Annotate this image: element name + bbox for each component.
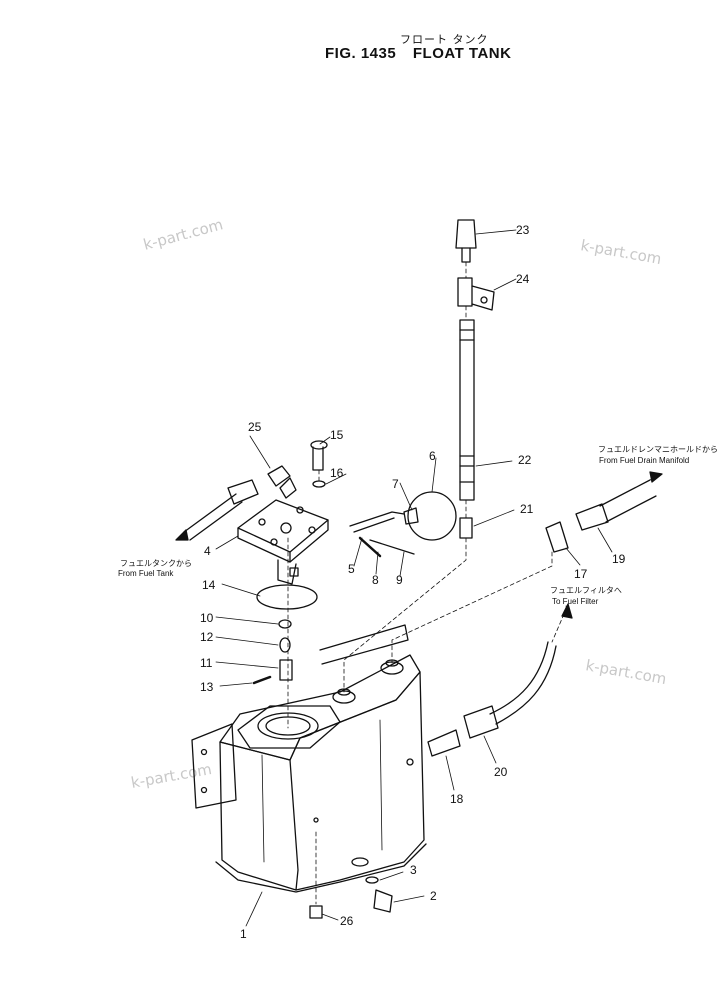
note-from-fuel-tank: From Fuel Tank <box>118 569 174 578</box>
figure-title-japanese: フロート タンク <box>400 33 489 46</box>
part-label: 9 <box>396 573 403 587</box>
figure-number: FIG. 1435 <box>325 45 397 62</box>
part-label: 15 <box>330 428 344 442</box>
arrow-from-drain <box>649 471 663 483</box>
hose-from-fuel-tank <box>183 479 259 541</box>
part-label: 12 <box>200 630 214 644</box>
valve-11 <box>279 659 293 681</box>
watermark: k-part.com <box>130 760 214 792</box>
pin-13 <box>252 675 272 685</box>
hose-20 <box>463 641 557 739</box>
part-label: 18 <box>450 792 464 806</box>
pin-9 <box>369 539 415 555</box>
hose-22 <box>459 319 475 501</box>
part-label: 21 <box>520 502 534 516</box>
assembly-dashed-lines <box>177 261 661 905</box>
note-from-drain: From Fuel Drain Manifold <box>599 456 689 465</box>
leader-lines <box>215 229 613 927</box>
part-number-labels: 25 15 6 16 7 4 5 8 9 14 10 12 11 13 23 2… <box>200 223 626 941</box>
washer-16 <box>312 480 326 488</box>
ball-12 <box>279 637 291 653</box>
part-label: 7 <box>392 477 399 491</box>
part-label: 25 <box>248 420 262 434</box>
watermarks: k-part.com k-part.com k-part.com k-part.… <box>130 215 668 792</box>
float-tank-body <box>191 624 427 893</box>
part-label: 22 <box>518 453 532 467</box>
part-label: 13 <box>200 680 214 694</box>
part-label: 5 <box>348 562 355 576</box>
note-from-fuel-tank-jp: フュエルタンクから <box>120 559 192 568</box>
part-label: 14 <box>202 578 216 592</box>
part-label: 23 <box>516 223 530 237</box>
o-ring <box>256 584 318 610</box>
plug-26 <box>309 905 323 919</box>
watermark: k-part.com <box>579 236 663 268</box>
part-label: 2 <box>430 889 437 903</box>
elbow-17 <box>545 521 569 553</box>
watermark: k-part.com <box>141 215 225 254</box>
figure-title: FIG. 1435 FLOAT TANK <box>325 45 523 62</box>
arrow-from-fuel-tank <box>175 529 189 541</box>
part-label: 10 <box>200 611 214 625</box>
arrow-to-filter <box>561 603 573 619</box>
plug-2 <box>373 889 393 913</box>
connector-18 <box>427 729 461 757</box>
clamp-24 <box>457 277 495 311</box>
fitting-23 <box>455 219 477 263</box>
ring-10 <box>278 619 292 629</box>
bolt-15 <box>310 440 328 471</box>
elbow-25 <box>267 465 297 499</box>
part-label: 19 <box>612 552 626 566</box>
note-from-drain-jp: フュエルドレンマニホールドから <box>598 445 718 454</box>
figure-name: FLOAT TANK <box>412 45 512 62</box>
note-to-filter-jp: フュエルフィルタへ <box>550 586 622 595</box>
nipple-21 <box>459 517 473 539</box>
hose-19 <box>575 479 657 531</box>
part-label: 3 <box>410 863 417 877</box>
part-label: 26 <box>340 914 354 928</box>
watermark: k-part.com <box>584 656 668 688</box>
part-label: 8 <box>372 573 379 587</box>
part-label: 6 <box>429 449 436 463</box>
part-label: 16 <box>330 466 344 480</box>
part-label: 4 <box>204 544 211 558</box>
pin-8 <box>358 536 382 558</box>
nut-7 <box>403 507 419 525</box>
part-label: 17 <box>574 567 588 581</box>
note-to-filter: To Fuel Filter <box>552 597 599 606</box>
ring-3 <box>365 876 379 884</box>
float-arm <box>349 511 405 533</box>
part-label: 20 <box>494 765 508 779</box>
float-ball-6 <box>407 491 457 541</box>
flow-notes: フュエルタンクから From Fuel Tank フュエルドレンマニホールドから… <box>118 445 718 606</box>
part-label: 24 <box>516 272 530 286</box>
part-label: 1 <box>240 927 247 941</box>
part-label: 11 <box>200 656 213 670</box>
cover-plate <box>237 499 329 585</box>
